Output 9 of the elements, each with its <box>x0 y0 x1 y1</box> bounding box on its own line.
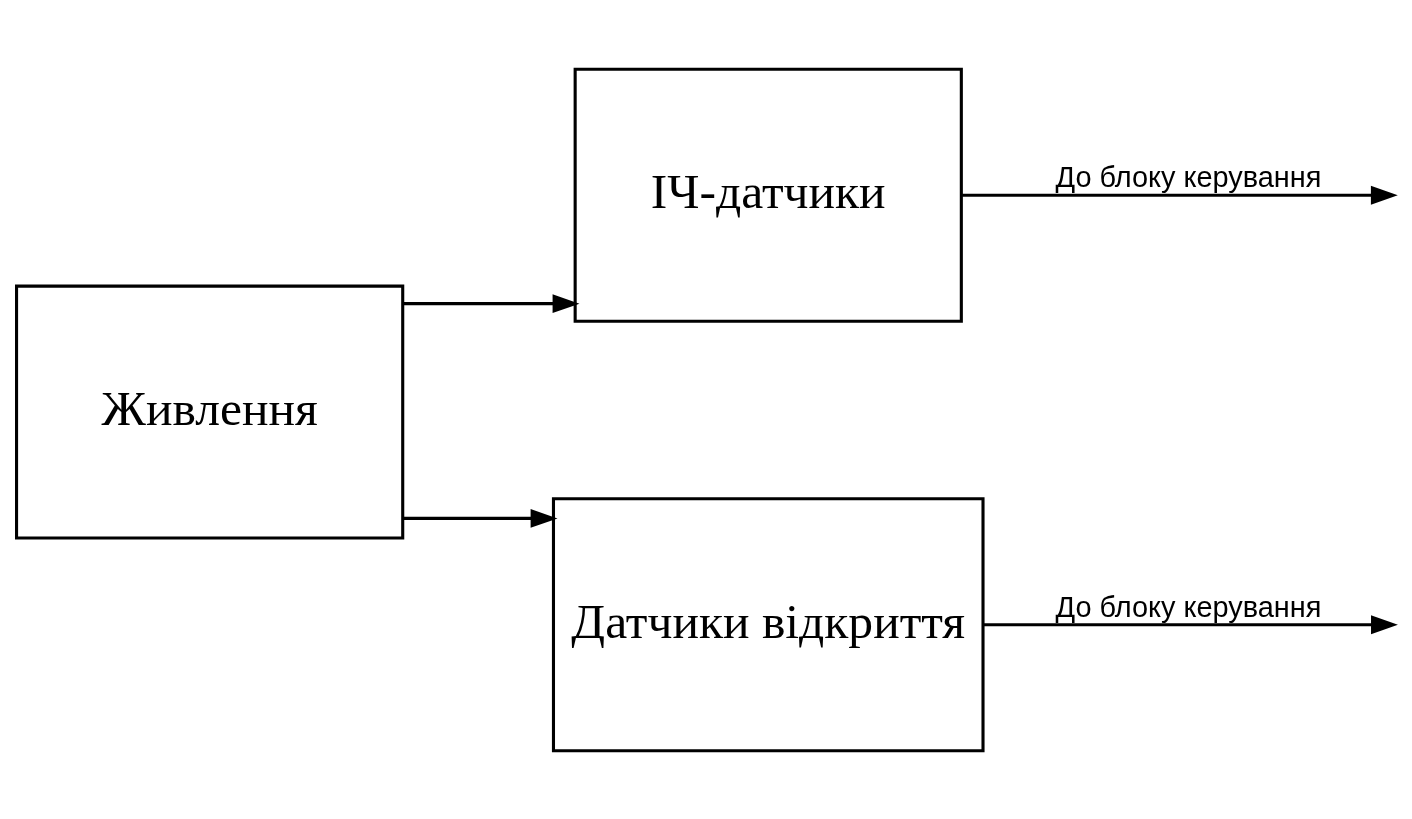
node-box: ІЧ-датчики <box>573 67 963 323</box>
arrow <box>962 185 1398 205</box>
node-box: Датчики відкриття <box>551 496 985 752</box>
edge-label: До блоку керування <box>1055 160 1322 193</box>
arrow <box>403 508 558 528</box>
arrow <box>983 614 1398 634</box>
edge-label: До блоку керування <box>1055 590 1322 623</box>
node-box: Живлення <box>15 284 405 540</box>
arrow <box>403 293 580 313</box>
